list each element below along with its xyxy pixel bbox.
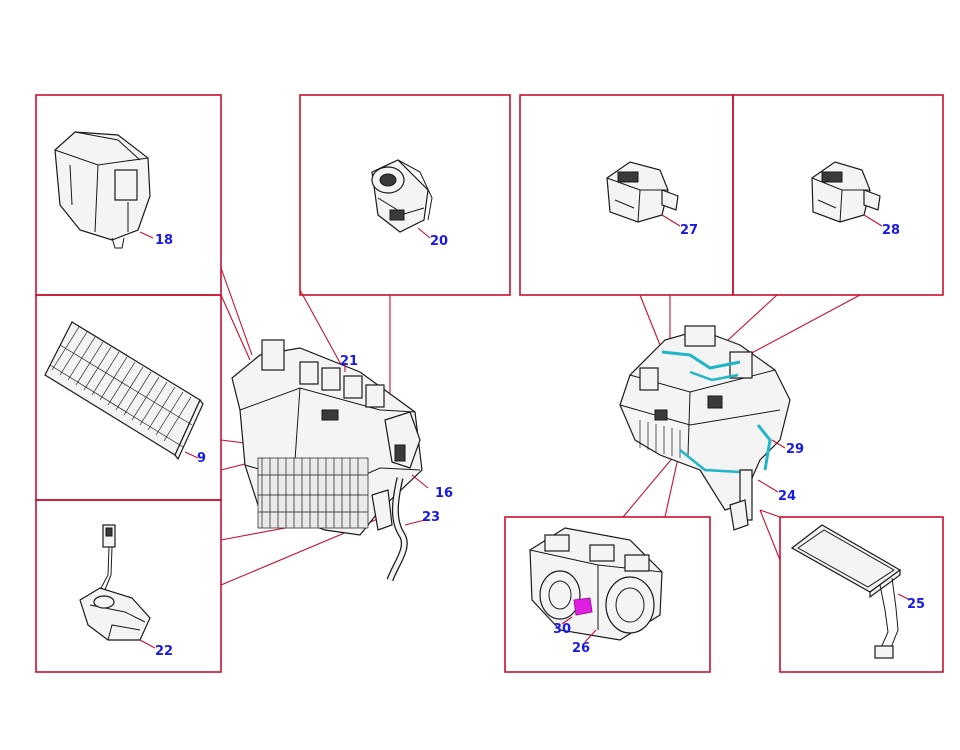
- part-25-heater-core: [790, 524, 911, 659]
- frame-part-26: [504, 516, 711, 673]
- part-27-actuator: [606, 161, 681, 227]
- part-18-housing: [54, 131, 154, 249]
- leader-27a: [639, 294, 663, 351]
- leader-26b: [664, 457, 679, 518]
- frame-part-25: [779, 516, 944, 673]
- callout-27: 27: [680, 223, 698, 238]
- frame-part-20: [299, 94, 511, 296]
- callout-23: 23: [422, 510, 440, 525]
- callout-9: 9: [197, 451, 206, 466]
- highlight-pipe-mid: [689, 370, 739, 382]
- frame-part-28: [732, 94, 944, 296]
- callout-18: 18: [155, 233, 173, 248]
- part-28-actuator: [811, 161, 883, 227]
- callout-21: 21: [340, 354, 358, 369]
- callout-25: 25: [907, 597, 925, 612]
- leader-frame18-low: [220, 294, 251, 361]
- callout-29: 29: [786, 442, 804, 457]
- highlight-pipe-29: [756, 424, 772, 471]
- leader-25b: [759, 509, 781, 518]
- callout-30: 30: [553, 622, 571, 637]
- leader-26a: [622, 454, 676, 518]
- part-22-sensor: [79, 524, 156, 649]
- callout-20: 20: [430, 234, 448, 249]
- highlight-pipe-upper: [661, 350, 741, 370]
- callout-24: 24: [778, 489, 796, 504]
- highlight-pipe-lower: [679, 449, 741, 474]
- callout-26: 26: [572, 641, 590, 656]
- frame-part-22: [35, 499, 222, 673]
- detail-frames: [35, 94, 944, 673]
- leader-18: [220, 267, 253, 356]
- part-30-clip: [573, 597, 593, 616]
- part-9-filter: [44, 321, 204, 461]
- part-20-actuator: [371, 159, 433, 239]
- part-26-blower: [529, 527, 663, 643]
- callout-22: 22: [155, 644, 173, 659]
- callout-28: 28: [882, 223, 900, 238]
- right-hvac-assembly: [619, 325, 791, 531]
- leader-25a: [759, 509, 781, 561]
- left-hvac-assembly: [231, 339, 429, 582]
- callout-16: 16: [435, 486, 453, 501]
- callout-labels: 18 20 21 9 16 23 22 27 28 29 24 30 26 25: [155, 223, 925, 659]
